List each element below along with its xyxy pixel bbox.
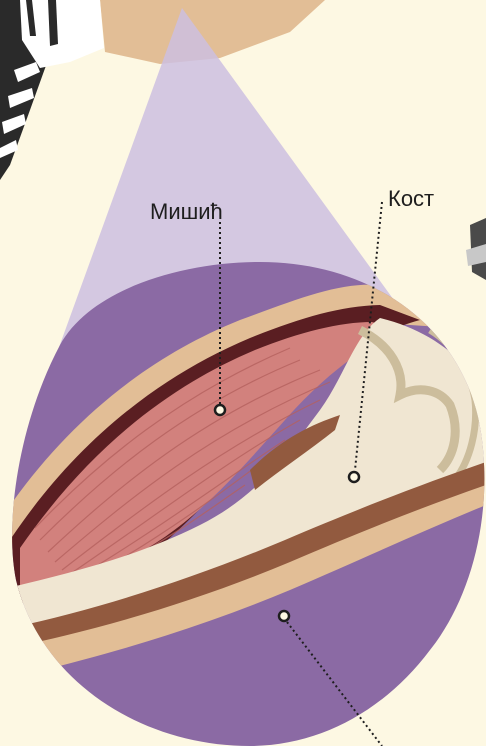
marker-muscle [215, 405, 225, 415]
label-bone: Кост [388, 188, 434, 210]
marker-bone [349, 472, 359, 482]
marker-marrow [279, 611, 289, 621]
label-muscle: Мишић [150, 201, 223, 223]
